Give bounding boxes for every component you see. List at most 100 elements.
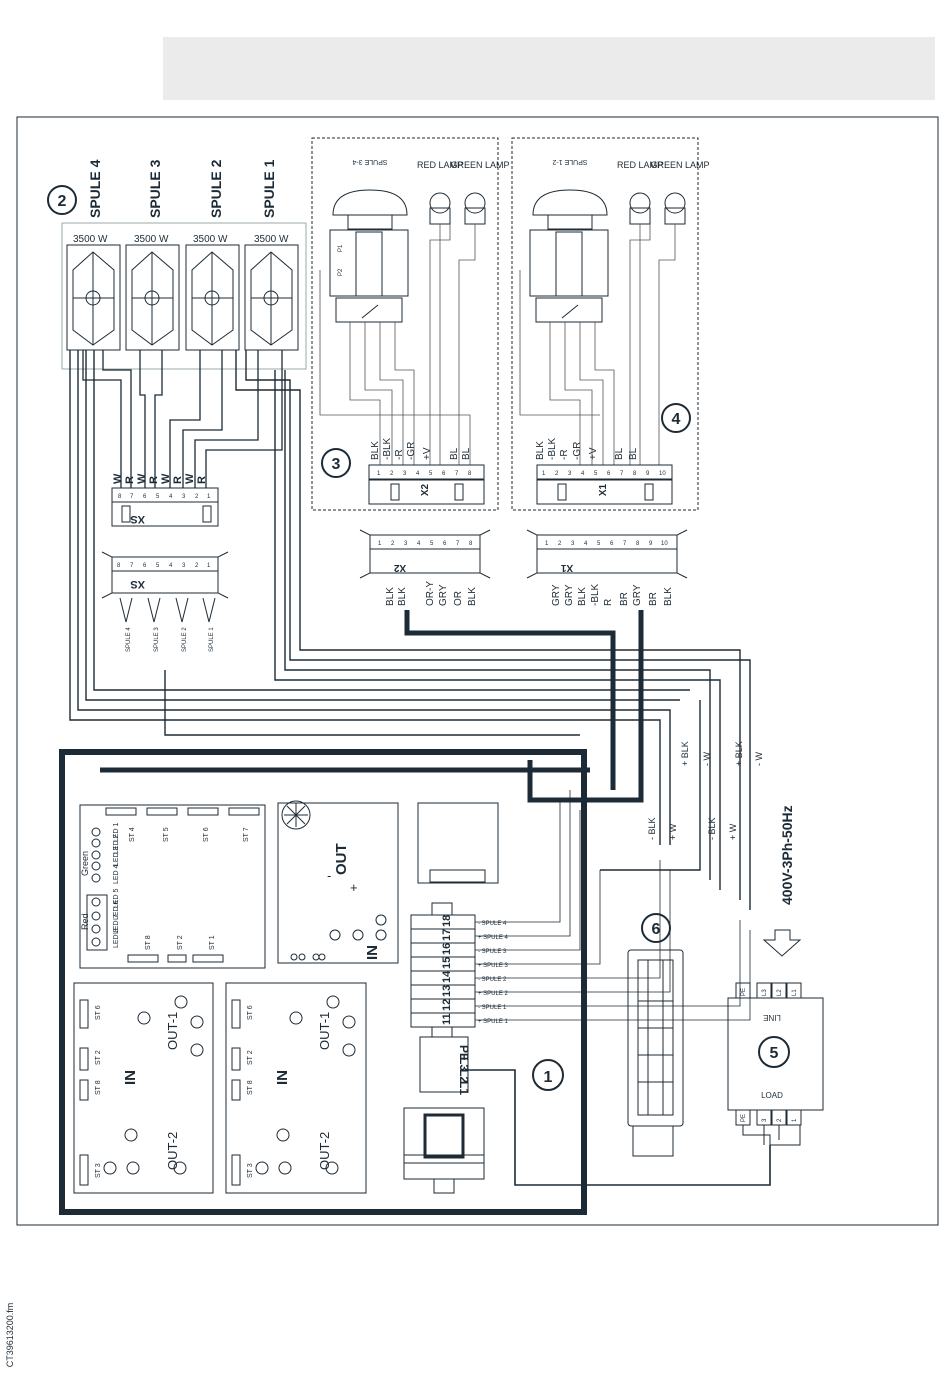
callout-3-circle (321, 448, 351, 478)
term-label-11: + SPULE 1 (478, 1019, 509, 1025)
header-band (163, 37, 935, 100)
pe-label: PE (457, 1045, 471, 1061)
g4-pin: 2 (555, 471, 559, 477)
g4-pin: 6 (607, 471, 611, 477)
x1-wire-6: BR (619, 592, 630, 606)
callout-2-circle (47, 185, 77, 215)
x2-wire-2: BLK (397, 587, 408, 606)
x2-wire-5: OR (453, 591, 464, 606)
xs-wire-8: R (196, 476, 208, 484)
x1-wire-5: R (603, 599, 614, 606)
terminal-11: 11 (441, 1013, 453, 1025)
l1-label: L1 (457, 1081, 471, 1095)
supply-wire-4: - W (754, 752, 764, 766)
xs-top-pin: 4 (169, 494, 173, 500)
x1-plug-label: X1 (560, 562, 573, 573)
x1-wire-1: GRY (551, 584, 562, 606)
coil-power-1: 3500 W (254, 234, 289, 245)
out-label: OUT (333, 843, 350, 875)
coil-name-4: SPULE 4 (87, 159, 103, 218)
st1-label: ST 1 (209, 935, 216, 950)
x1-plug (526, 529, 688, 579)
component-6 (627, 949, 684, 1157)
terminal-12: 12 (441, 999, 453, 1011)
xs-bottom-pin: 8 (117, 563, 121, 569)
group3-spule: SPULE 3-4 (352, 158, 387, 165)
g3-wire-6: BL (449, 447, 460, 460)
group-3-box (311, 137, 499, 511)
group3-p1: P1 (338, 244, 344, 252)
x1-pin: 3 (571, 541, 575, 547)
supply-arrow (762, 929, 802, 957)
coil-name-3: SPULE 3 (147, 159, 163, 218)
g3-wire-7: BL (461, 447, 472, 460)
amp-right-st3: ST 3 (247, 1163, 254, 1178)
led-3-label: LED 3 (113, 846, 120, 866)
xs-wire-5: W (160, 473, 172, 484)
led-2-label: LED 2 (113, 834, 120, 854)
g3-pin: 7 (455, 471, 459, 477)
callout-4-circle (661, 403, 691, 433)
group4-red-lamp: RED LAMP (617, 160, 663, 170)
x2-internal-label: X2 (420, 483, 431, 496)
x2-connector-body (368, 479, 485, 505)
callout-3: 3 (332, 456, 341, 473)
x2-pin: 2 (391, 541, 395, 547)
g3-pin: 2 (390, 471, 394, 477)
xs-spule-4: SPULE 4 (126, 627, 132, 652)
x1-pin: 10 (661, 541, 668, 547)
coil-power-3: 3500 W (134, 234, 169, 245)
supply-wire-7: - BLK (707, 817, 717, 840)
xs-top-pin: 7 (130, 494, 134, 500)
coil-2 (185, 244, 240, 351)
st2-label: ST 2 (177, 935, 184, 950)
coil-power-4: 3500 W (73, 234, 108, 245)
amp-left-out1: OUT-1 (165, 1012, 180, 1050)
supply-wire-2: - W (702, 752, 712, 766)
x2-wire-4: GRY (438, 584, 449, 606)
g4-pin: 7 (620, 471, 624, 477)
amp-left-st3: ST 3 (95, 1163, 102, 1178)
switch-4 (529, 189, 609, 323)
amp-right-st8: ST 8 (247, 1080, 254, 1095)
coil-4 (66, 244, 121, 351)
g4-pin: 5 (594, 471, 598, 477)
group4-spule: SPULE 1-2 (552, 158, 587, 165)
g3-pin: 1 (377, 471, 381, 477)
g4-pin: 3 (568, 471, 572, 477)
supply-wire-5: - BLK (647, 817, 657, 840)
supply-wire-6: + W (668, 823, 678, 840)
xs-wire-7: W (184, 473, 196, 484)
x1-pin: 9 (649, 541, 653, 547)
group-4-box (511, 137, 699, 511)
red-label: Red (80, 913, 90, 930)
supply-wire-3: + BLK (734, 741, 744, 766)
amp-board-left-labels: IN OUT-1 OUT-2 ST 6 ST 2 ST 8 ST 3 (95, 1005, 180, 1178)
st6-label: ST 6 (203, 827, 210, 842)
x1-pin: 7 (623, 541, 627, 547)
lamps-3 (429, 192, 486, 225)
x1-pin: 4 (584, 541, 588, 547)
x1-terminal-strip (536, 464, 673, 480)
led-7-label: LED 7 (113, 914, 120, 934)
st4-label: ST 4 (129, 827, 136, 842)
g3-wire-3: -R (394, 449, 405, 460)
xs-bottom-pin: 1 (207, 563, 211, 569)
amp-board-right (225, 982, 367, 1194)
c5-bottom-3: 3 (762, 1118, 768, 1122)
g3-wire-5: +V (422, 447, 433, 460)
load-label: LOAD (761, 1091, 783, 1100)
x2-plug (359, 529, 491, 579)
l3-label: L3 (457, 1057, 471, 1071)
x2-wire-1: BLK (385, 587, 396, 606)
amp-board-left (73, 982, 214, 1194)
group3-red-lamp: RED LAMP (417, 160, 463, 170)
x2-plug-label: X2 (393, 562, 406, 573)
x2-pin: 4 (417, 541, 421, 547)
term-label-13: + SPULE 2 (478, 991, 509, 997)
x2-pin: 8 (469, 541, 473, 547)
xs-bottom-pin: 2 (195, 563, 199, 569)
led-1-label: LED 1 (113, 822, 120, 842)
xs-wire-2: R (124, 476, 136, 484)
